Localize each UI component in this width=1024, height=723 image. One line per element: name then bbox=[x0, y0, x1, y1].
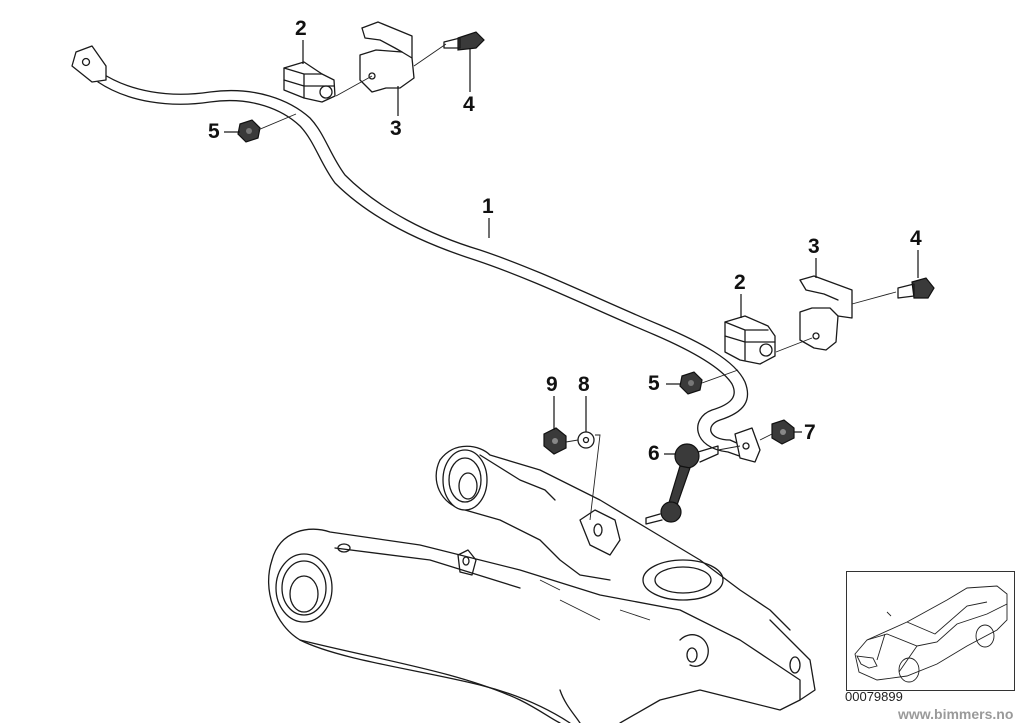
callout-5-right: 5 bbox=[648, 372, 660, 395]
callout-4-right: 4 bbox=[910, 227, 922, 250]
callout-7: 7 bbox=[804, 421, 816, 444]
callout-5-top: 5 bbox=[208, 120, 220, 143]
top-mount-assembly bbox=[237, 21, 485, 143]
link-assembly bbox=[543, 419, 795, 525]
callout-leaders bbox=[224, 40, 919, 455]
callout-4-top: 4 bbox=[463, 93, 475, 116]
watermark: www.bimmers.no bbox=[898, 706, 1014, 722]
callout-2-right: 2 bbox=[734, 271, 746, 294]
car-outline-icon bbox=[854, 585, 1008, 683]
callout-8: 8 bbox=[578, 373, 590, 396]
callout-6: 6 bbox=[648, 442, 660, 465]
callout-9: 9 bbox=[546, 373, 558, 396]
diagram-id-number: 00079899 bbox=[845, 689, 903, 704]
vehicle-thumbnail bbox=[846, 571, 1015, 691]
callout-3-right: 3 bbox=[808, 235, 820, 258]
callout-3-top: 3 bbox=[390, 117, 402, 140]
right-mount-assembly bbox=[679, 275, 935, 395]
callout-2-top: 2 bbox=[295, 17, 307, 40]
rear-axle-carrier bbox=[268, 445, 816, 723]
stabilizer-bar bbox=[71, 45, 761, 463]
callout-1: 1 bbox=[482, 195, 494, 218]
